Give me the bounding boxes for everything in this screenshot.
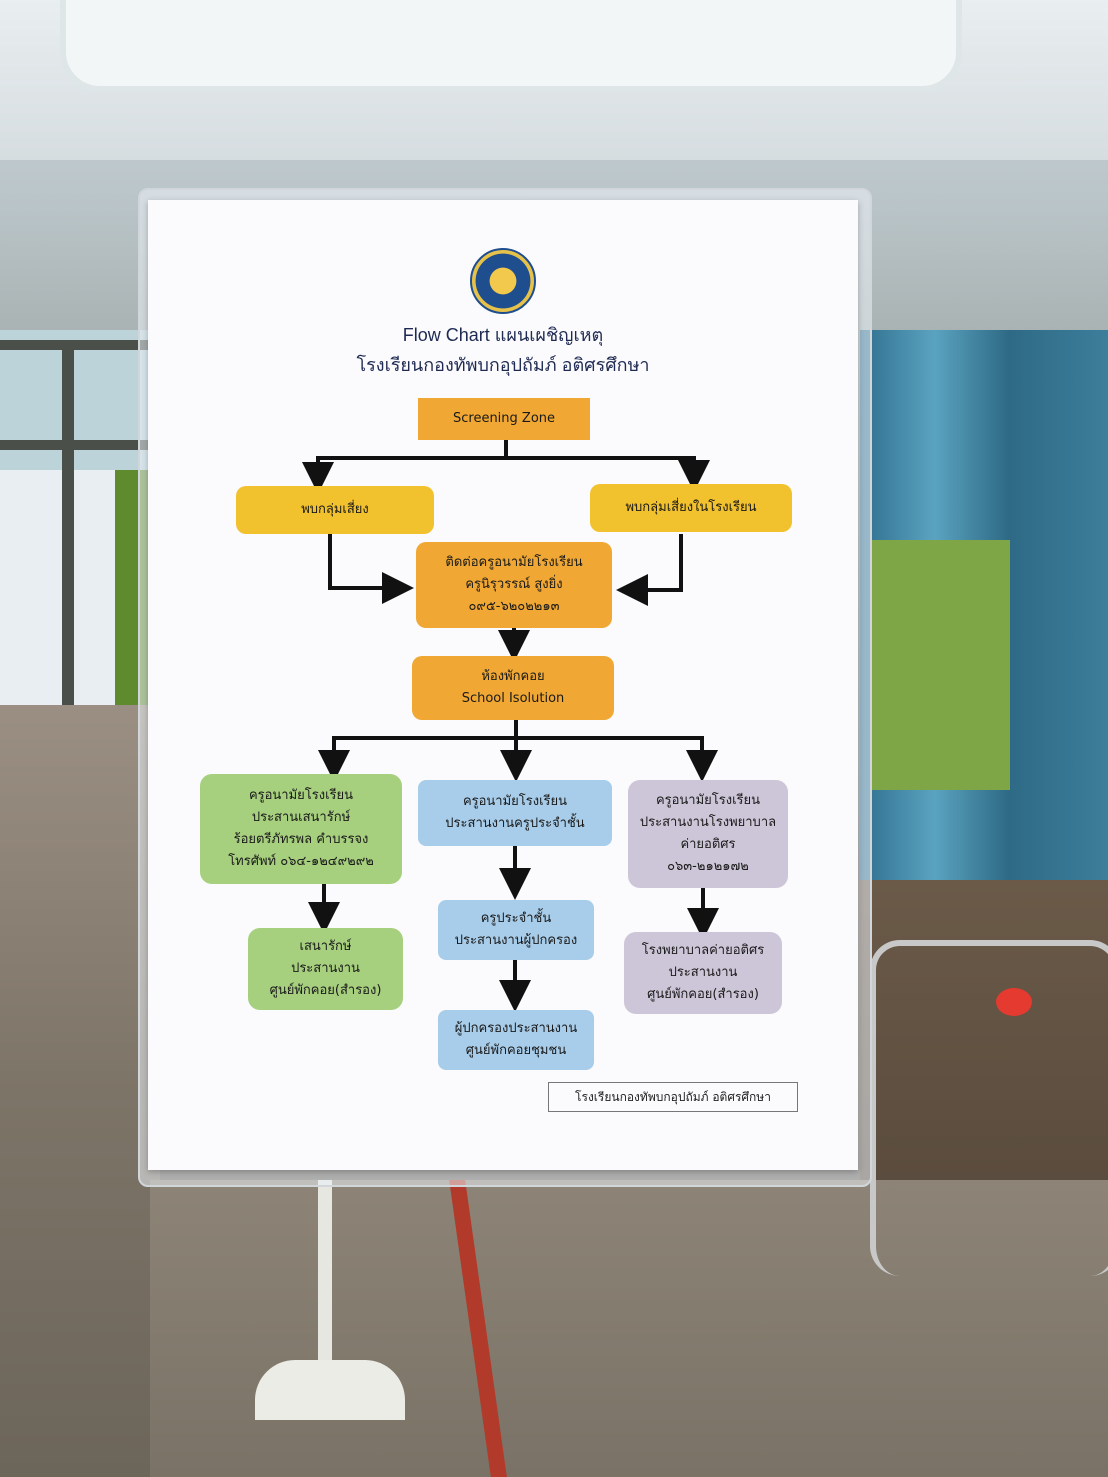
green-top-phone: โทรศัพท์ ๐๖๔-๑๒๔๙๒๙๒ [228,854,374,869]
blue-mid-box: ครูประจำชั้น ประสานงานผู้ปกครอง [438,900,594,960]
green-top-line: ประสานเสนารักษ์ [251,810,351,825]
green-top-line: ครูอนามัยโรงเรียน [248,788,354,803]
window-frame-bar [0,440,150,450]
contact-line: ติดต่อครูอนามัยโรงเรียน [445,555,583,570]
contact-nurse-box: ติดต่อครูอนามัยโรงเรียน ครูนิรุวรรณ์ สูง… [416,542,612,628]
background-floor [150,1180,1108,1477]
background-grass [870,540,1010,790]
blue-mid-line: ครูประจำชั้น [480,911,552,926]
purple-top-line: ค่ายอติศร [680,837,736,852]
screening-zone-label: Screening Zone [452,411,556,426]
contact-line: ครูนิรุวรรณ์ สูงยิ่ง [465,577,563,592]
background-chair [870,940,1108,1276]
screening-zone-box: Screening Zone [418,398,590,440]
isolation-line: School Isolution [461,691,565,706]
green-bottom-line: เสนารักษ์ [299,939,352,954]
purple-bottom-line: ประสานงาน [668,965,738,980]
purple-bottom-line: ศูนย์พักคอย(สำรอง) [647,987,759,1002]
arrow-to-green [318,720,518,782]
purple-top-box: ครูอนามัยโรงเรียน ประสานงานโรงพยาบาล ค่า… [628,780,788,888]
purple-bottom-line: โรงพยาบาลค่ายอติศร [641,943,765,958]
arrow-risk-school-to-contact [616,534,683,606]
green-bottom-box: เสนารักษ์ ประสานงาน ศูนย์พักคอย(สำรอง) [248,928,403,1010]
risk-group-school-box: พบกลุ่มเสี่ยงในโรงเรียน [590,484,792,532]
arrow-to-risk-group-school [506,456,710,492]
footer-school-name: โรงเรียนกองทัพบกอุปถัมภ์ อติศรศึกษา [548,1082,798,1112]
green-bottom-line: ศูนย์พักคอย(สำรอง) [269,983,382,998]
isolation-box: ห้องพักคอย School Isolution [412,656,614,720]
window-frame-bar [62,340,74,710]
purple-top-phone: ๐๖๓-๒๑๒๑๗๒ [667,859,749,874]
purple-top-line: ครูอนามัยโรงเรียน [655,793,761,808]
arrow-to-risk-group [302,440,508,494]
green-top-box: ครูอนามัยโรงเรียน ประสานเสนารักษ์ ร้อยตร… [200,774,402,884]
arrow-to-purple [516,736,718,782]
blue-bottom-line: ศูนย์พักคอยชุมชน [465,1043,567,1058]
background-red-sticker [996,988,1032,1016]
blue-top-line: ครูอนามัยโรงเรียน [462,794,568,809]
school-logo-icon [470,248,536,314]
sign-stand-pole [318,1180,332,1380]
arrow-risk-to-contact [328,534,414,604]
blue-bottom-line: ผู้ปกครองประสานงาน [454,1021,578,1036]
green-bottom-line: ประสานงาน [291,961,360,976]
blue-top-line: ประสานงานครูประจำชั้น [445,816,585,831]
school-name: โรงเรียนกองทัพบกอุปถัมภ์ อติศรศึกษา [356,355,650,375]
risk-group-school-label: พบกลุ่มเสี่ยงในโรงเรียน [625,500,757,515]
window-frame-bar [0,340,150,350]
isolation-line: ห้องพักคอย [481,669,545,684]
blue-top-box: ครูอนามัยโรงเรียน ประสานงานครูประจำชั้น [418,780,612,846]
background-glass-panel [0,705,160,1477]
flowchart-title: Flow Chart แผนเผชิญเหตุ [402,325,604,345]
background-sign-card [60,0,962,92]
green-top-line: ร้อยตรีภัทรพล คำบรรจง [233,832,369,847]
blue-bottom-box: ผู้ปกครองประสานงาน ศูนย์พักคอยชุมชน [438,1010,594,1070]
sign-stand-base [255,1360,405,1420]
contact-phone: ๐๙๕-๖๒๐๒๒๑๓ [468,599,560,614]
risk-group-box: พบกลุ่มเสี่ยง [236,486,434,534]
blue-mid-line: ประสานงานผู้ปกครอง [454,933,578,948]
purple-top-line: ประสานงานโรงพยาบาล [639,815,777,830]
purple-bottom-box: โรงพยาบาลค่ายอติศร ประสานงาน ศูนย์พักคอย… [624,932,782,1014]
flowchart-sheet: Flow Chart แผนเผชิญเหตุ โรงเรียนกองทัพบก… [148,200,858,1170]
risk-group-label: พบกลุ่มเสี่ยง [301,502,369,517]
